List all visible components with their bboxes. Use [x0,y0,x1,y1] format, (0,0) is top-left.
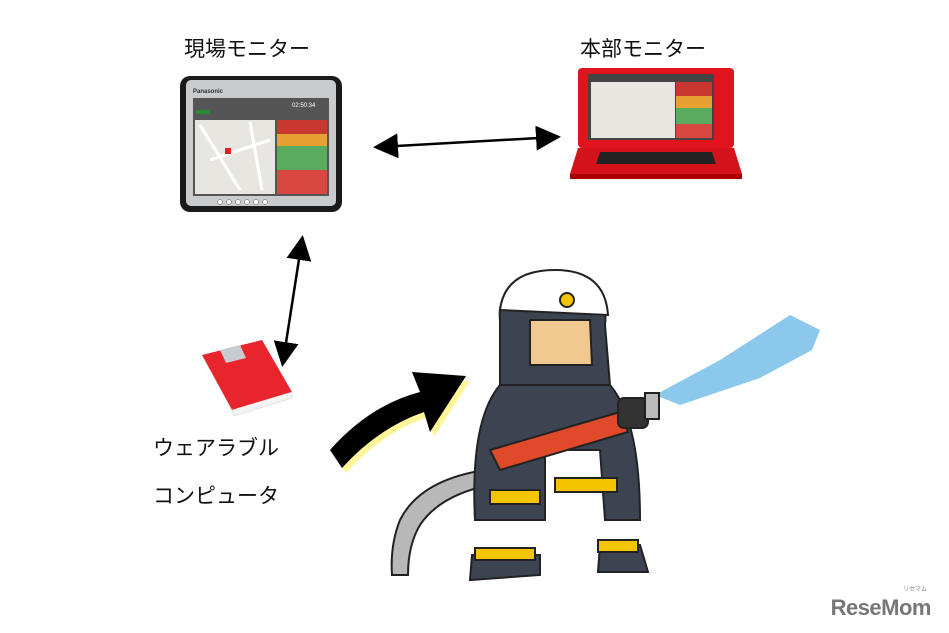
hq-laptop-icon [570,68,742,179]
wearable-label-line1: ウェアラブル [153,436,279,460]
tablet-brand: Panasonic [193,89,224,95]
firefighter-illustration [390,268,820,582]
monitor-link-arrow [373,125,561,159]
tablet-clock: 02:50:34 [292,103,316,109]
water-spray [655,315,820,405]
wearable-device-icon [202,340,293,417]
logo-kana: リセマム [902,586,927,593]
wearable-link-arrow [273,235,312,367]
data-flow-arrow [330,372,470,473]
wearable-label-line2: コンピュータ [153,484,279,508]
field-tablet-icon: Panasonic 02:50:34 [180,76,342,212]
resemom-logo: ReseMom [830,595,932,620]
hq-monitor-label: 本部モニター [580,37,706,61]
field-monitor-label: 現場モニター [184,37,310,61]
